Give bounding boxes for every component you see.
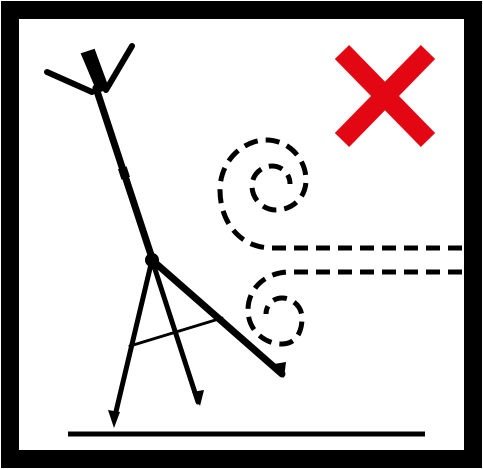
warning-sign xyxy=(0,0,483,469)
warning-sign-graphic xyxy=(0,0,483,469)
